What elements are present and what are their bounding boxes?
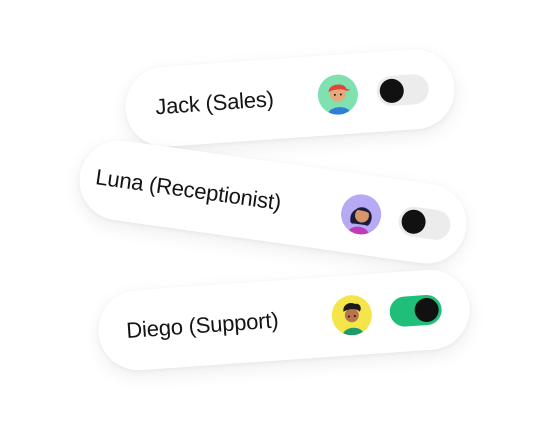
agent-card-jack: Jack (Sales)	[122, 46, 458, 150]
toggle-knob	[413, 297, 440, 323]
person-curly-avatar-icon	[330, 293, 374, 337]
agent-card-diego: Diego (Support)	[95, 267, 473, 373]
agent-label: Diego (Support)	[125, 307, 280, 343]
agent-label: Luna (Receptionist)	[94, 164, 283, 215]
agent-label: Jack (Sales)	[154, 86, 275, 120]
agent-card-luna: Luna (Receptionist)	[74, 135, 472, 269]
agent-toggle-luna[interactable]	[396, 204, 453, 242]
toggle-knob	[400, 208, 428, 236]
agent-toggle-diego[interactable]	[388, 294, 443, 328]
agent-toggle-jack[interactable]	[375, 73, 430, 107]
toggle-knob	[378, 78, 405, 104]
person-hair-avatar-icon	[338, 191, 384, 237]
person-cap-avatar-icon	[316, 73, 360, 116]
